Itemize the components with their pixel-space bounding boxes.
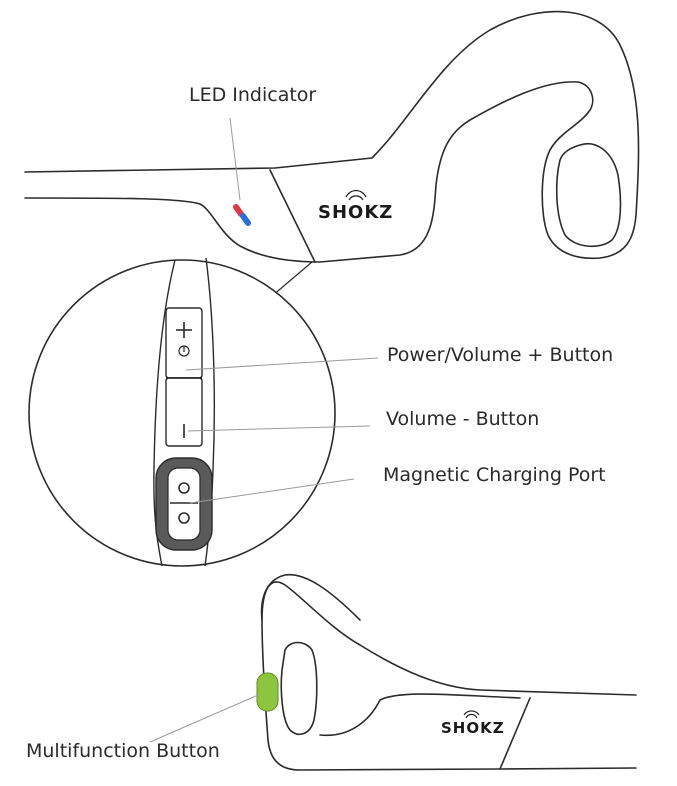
bottom-ear-hook-inner xyxy=(280,641,318,736)
led-blue xyxy=(240,213,251,226)
top-logo-signal-arcs xyxy=(345,189,367,201)
bottom-seam-line xyxy=(499,697,531,770)
top-ear-hook-inner xyxy=(555,143,622,248)
charging-pin-top xyxy=(178,482,190,494)
top-brand-logo: SHOKZ xyxy=(318,202,393,223)
led-indicator xyxy=(233,204,251,226)
bottom-headset xyxy=(260,573,637,771)
led-red xyxy=(233,204,244,217)
power-volume-plus-label: Power/Volume + Button xyxy=(387,344,614,366)
volume-minus-label: Volume - Button xyxy=(386,408,540,430)
charging-port-inner xyxy=(167,467,201,541)
power-icon xyxy=(178,345,190,357)
multifunction-button[interactable] xyxy=(256,672,279,712)
top-headset xyxy=(24,10,640,263)
power-volume-plus-button[interactable] xyxy=(165,307,203,379)
bottom-headset-outline xyxy=(261,581,637,771)
bottom-logo-signal-arcs xyxy=(463,710,480,719)
charging-pin-bottom xyxy=(178,512,190,524)
volume-minus-leader xyxy=(187,425,371,432)
charging-port-leader xyxy=(189,478,355,504)
top-seam-line xyxy=(269,169,316,263)
bottom-ear-hook-outer xyxy=(260,573,361,621)
led-leader-line xyxy=(229,117,241,201)
magnetic-charging-port-label: Magnetic Charging Port xyxy=(383,464,606,486)
bottom-body-curve xyxy=(319,693,521,737)
led-indicator-label: LED Indicator xyxy=(189,84,317,106)
multifunction-leader xyxy=(149,694,259,743)
magnified-detail xyxy=(28,257,379,567)
magnetic-charging-port xyxy=(155,457,213,551)
plus-icon xyxy=(176,322,192,338)
zoom-connector-line xyxy=(271,261,313,297)
power-volume-leader xyxy=(185,357,379,371)
top-headset-outline xyxy=(24,10,640,263)
multifunction-button-label: Multifunction Button xyxy=(26,740,220,762)
bottom-brand-logo: SHOKZ xyxy=(441,719,505,737)
